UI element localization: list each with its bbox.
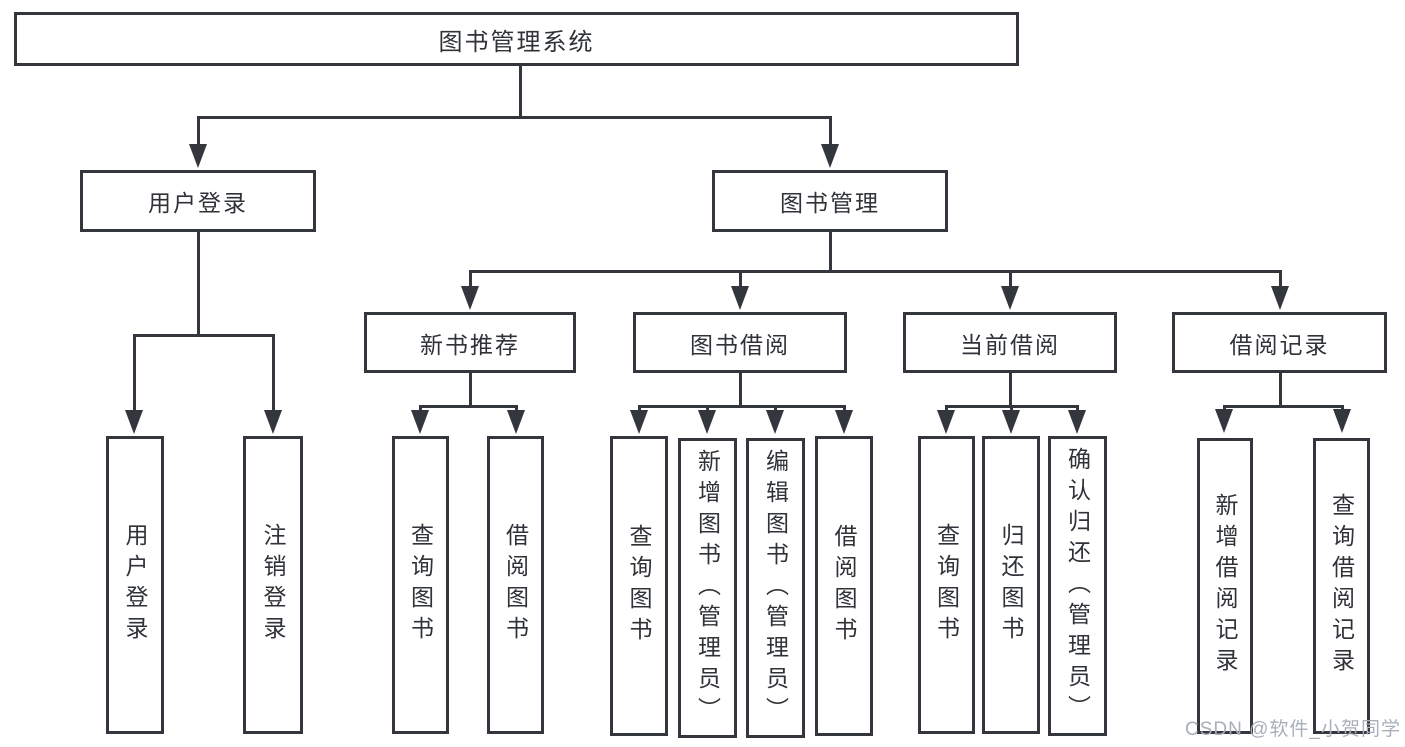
arrowhead-down-icon	[937, 410, 955, 434]
arrowhead-down-icon	[1001, 286, 1019, 310]
arrowhead-down-icon	[1068, 410, 1086, 434]
arrowhead-down-icon	[698, 410, 716, 434]
connector-drop	[132, 335, 136, 414]
arrowhead-down-icon	[1215, 409, 1233, 433]
node-label-group-borrowing-records: 借阅记录	[1229, 331, 1330, 358]
connector-drop	[468, 271, 472, 290]
connector-bar	[468, 269, 1282, 273]
arrowhead-down-icon	[630, 410, 648, 434]
node-label-leaf-user-login: 用户登录	[122, 523, 148, 647]
diagram-node-leaf-query-books-1: 查询图书	[392, 436, 449, 734]
node-label-branch-book-management: 图书管理	[780, 190, 880, 216]
node-label-group-new-book-recommend: 新书推荐	[420, 331, 520, 358]
arrowhead-down-icon	[125, 410, 143, 434]
diagram-node-leaf-query-books-3: 查询图书	[918, 436, 975, 734]
diagram-node-group-current-borrowing: 当前借阅	[903, 312, 1117, 373]
diagram-node-group-book-borrowing: 图书借阅	[633, 312, 847, 373]
diagram-node-leaf-return-books: 归还图书	[982, 436, 1040, 734]
connector-drop	[271, 335, 275, 414]
arrowhead-down-icon	[411, 410, 429, 434]
arrowhead-down-icon	[461, 286, 479, 310]
node-label-group-book-borrowing: 图书借阅	[690, 331, 790, 358]
node-label-leaf-edit-books-admin: 编辑图书（管理员）	[762, 448, 789, 728]
diagram-node-leaf-borrow-books-2: 借阅图书	[815, 436, 873, 736]
arrowhead-down-icon	[731, 286, 749, 310]
node-label-leaf-logout: 注销登录	[260, 523, 286, 647]
arrowhead-down-icon	[189, 144, 207, 168]
node-label-group-current-borrowing: 当前借阅	[960, 331, 1060, 358]
connector-bar	[132, 333, 275, 337]
connector-stem	[738, 373, 742, 406]
node-label-root-system: 图书管理系统	[438, 28, 595, 56]
diagram-node-leaf-add-borrow-record: 新增借阅记录	[1197, 438, 1253, 734]
arrowhead-down-icon	[264, 410, 282, 434]
connector-bar	[637, 404, 846, 408]
node-label-leaf-confirm-return-admin: 确认归还（管理员）	[1064, 446, 1091, 726]
node-label-leaf-return-books: 归还图书	[998, 523, 1024, 647]
connector-stem	[196, 232, 200, 335]
arrowhead-down-icon	[835, 410, 853, 434]
diagram-node-branch-book-management: 图书管理	[712, 170, 948, 232]
diagram-node-leaf-query-books-2: 查询图书	[610, 436, 668, 736]
arrowhead-down-icon	[766, 410, 784, 434]
diagram-node-leaf-query-borrow-record: 查询借阅记录	[1313, 438, 1370, 734]
connector-drop	[1278, 271, 1282, 290]
node-label-leaf-query-books-2: 查询图书	[626, 524, 652, 648]
connector-drop	[828, 117, 832, 148]
node-label-leaf-borrow-books-2: 借阅图书	[831, 524, 857, 648]
diagram-node-branch-user-login: 用户登录	[80, 170, 316, 232]
diagram-node-leaf-logout: 注销登录	[243, 436, 303, 734]
node-label-leaf-query-borrow-record: 查询借阅记录	[1328, 493, 1355, 679]
node-label-leaf-query-books-3: 查询图书	[933, 523, 960, 647]
diagram-node-leaf-confirm-return-admin: 确认归还（管理员）	[1048, 436, 1107, 736]
arrowhead-down-icon	[1333, 409, 1351, 433]
diagram-node-group-new-book-recommend: 新书推荐	[364, 312, 576, 373]
connector-bar	[418, 404, 518, 408]
diagram-node-leaf-add-books-admin: 新增图书（管理员）	[678, 438, 737, 738]
diagram-node-root-system: 图书管理系统	[14, 12, 1019, 66]
connector-stem	[828, 232, 832, 271]
connector-bar	[196, 115, 832, 119]
diagram-node-group-borrowing-records: 借阅记录	[1172, 312, 1387, 373]
diagram-node-leaf-borrow-books-1: 借阅图书	[487, 436, 544, 734]
arrowhead-down-icon	[1271, 286, 1289, 310]
connector-drop	[738, 271, 742, 290]
arrowhead-down-icon	[821, 144, 839, 168]
arrowhead-down-icon	[1002, 410, 1020, 434]
diagram-node-leaf-user-login: 用户登录	[106, 436, 164, 734]
diagram-node-leaf-edit-books-admin: 编辑图书（管理员）	[746, 438, 805, 738]
connector-bar	[1222, 404, 1344, 408]
connector-stem	[518, 66, 522, 117]
connector-stem	[1008, 373, 1012, 406]
node-label-leaf-add-books-admin: 新增图书（管理员）	[694, 448, 721, 728]
connector-stem	[468, 373, 472, 406]
node-label-leaf-query-books-1: 查询图书	[407, 523, 434, 647]
arrowhead-down-icon	[507, 410, 525, 434]
connector-drop	[1008, 271, 1012, 290]
node-label-branch-user-login: 用户登录	[148, 190, 248, 216]
connector-drop	[196, 117, 200, 148]
connector-stem	[1278, 373, 1282, 406]
node-label-leaf-add-borrow-record: 新增借阅记录	[1212, 493, 1238, 679]
node-label-leaf-borrow-books-1: 借阅图书	[502, 523, 529, 647]
